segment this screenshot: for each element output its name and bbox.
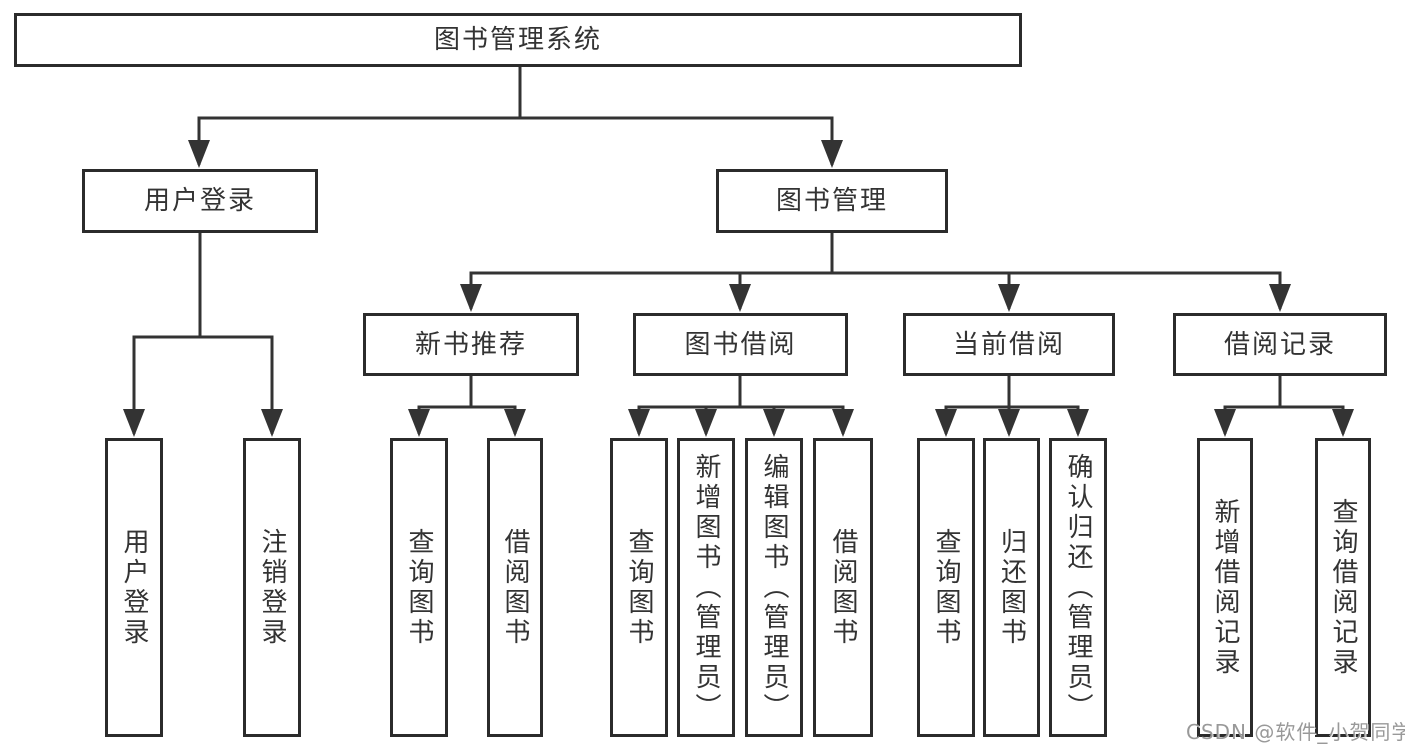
node-book-management: 图书管理	[716, 169, 948, 233]
leaf-confirm-return-admin: 确认归还（管理员）	[1049, 438, 1107, 737]
node-new-book-recommendation: 新书推荐	[363, 313, 579, 376]
leaf-return-books: 归还图书	[983, 438, 1040, 737]
node-borrowing-records: 借阅记录	[1173, 313, 1387, 376]
leaf-query-books-borrowing: 查询图书	[610, 438, 668, 737]
node-user-login: 用户登录	[82, 169, 318, 233]
leaf-borrow-books-borrowing: 借阅图书	[813, 438, 873, 737]
leaf-user-login: 用户登录	[105, 438, 163, 737]
node-current-borrowing: 当前借阅	[903, 313, 1115, 376]
leaf-borrow-books-recommend: 借阅图书	[487, 438, 543, 737]
leaf-edit-books-admin: 编辑图书（管理员）	[745, 438, 803, 737]
node-library-management-system: 图书管理系统	[14, 13, 1022, 67]
leaf-query-books-recommend: 查询图书	[390, 438, 448, 737]
leaf-logout: 注销登录	[243, 438, 301, 737]
arrowheads	[123, 140, 1354, 437]
leaf-query-books-current: 查询图书	[917, 438, 975, 737]
node-book-borrowing: 图书借阅	[633, 313, 848, 376]
leaf-query-borrow-record: 查询借阅记录	[1315, 438, 1371, 737]
leaf-add-borrow-record: 新增借阅记录	[1197, 438, 1253, 737]
csdn-watermark: CSDN @软件_小贺同学	[1186, 720, 1405, 744]
leaf-add-books-admin: 新增图书（管理员）	[677, 438, 735, 737]
